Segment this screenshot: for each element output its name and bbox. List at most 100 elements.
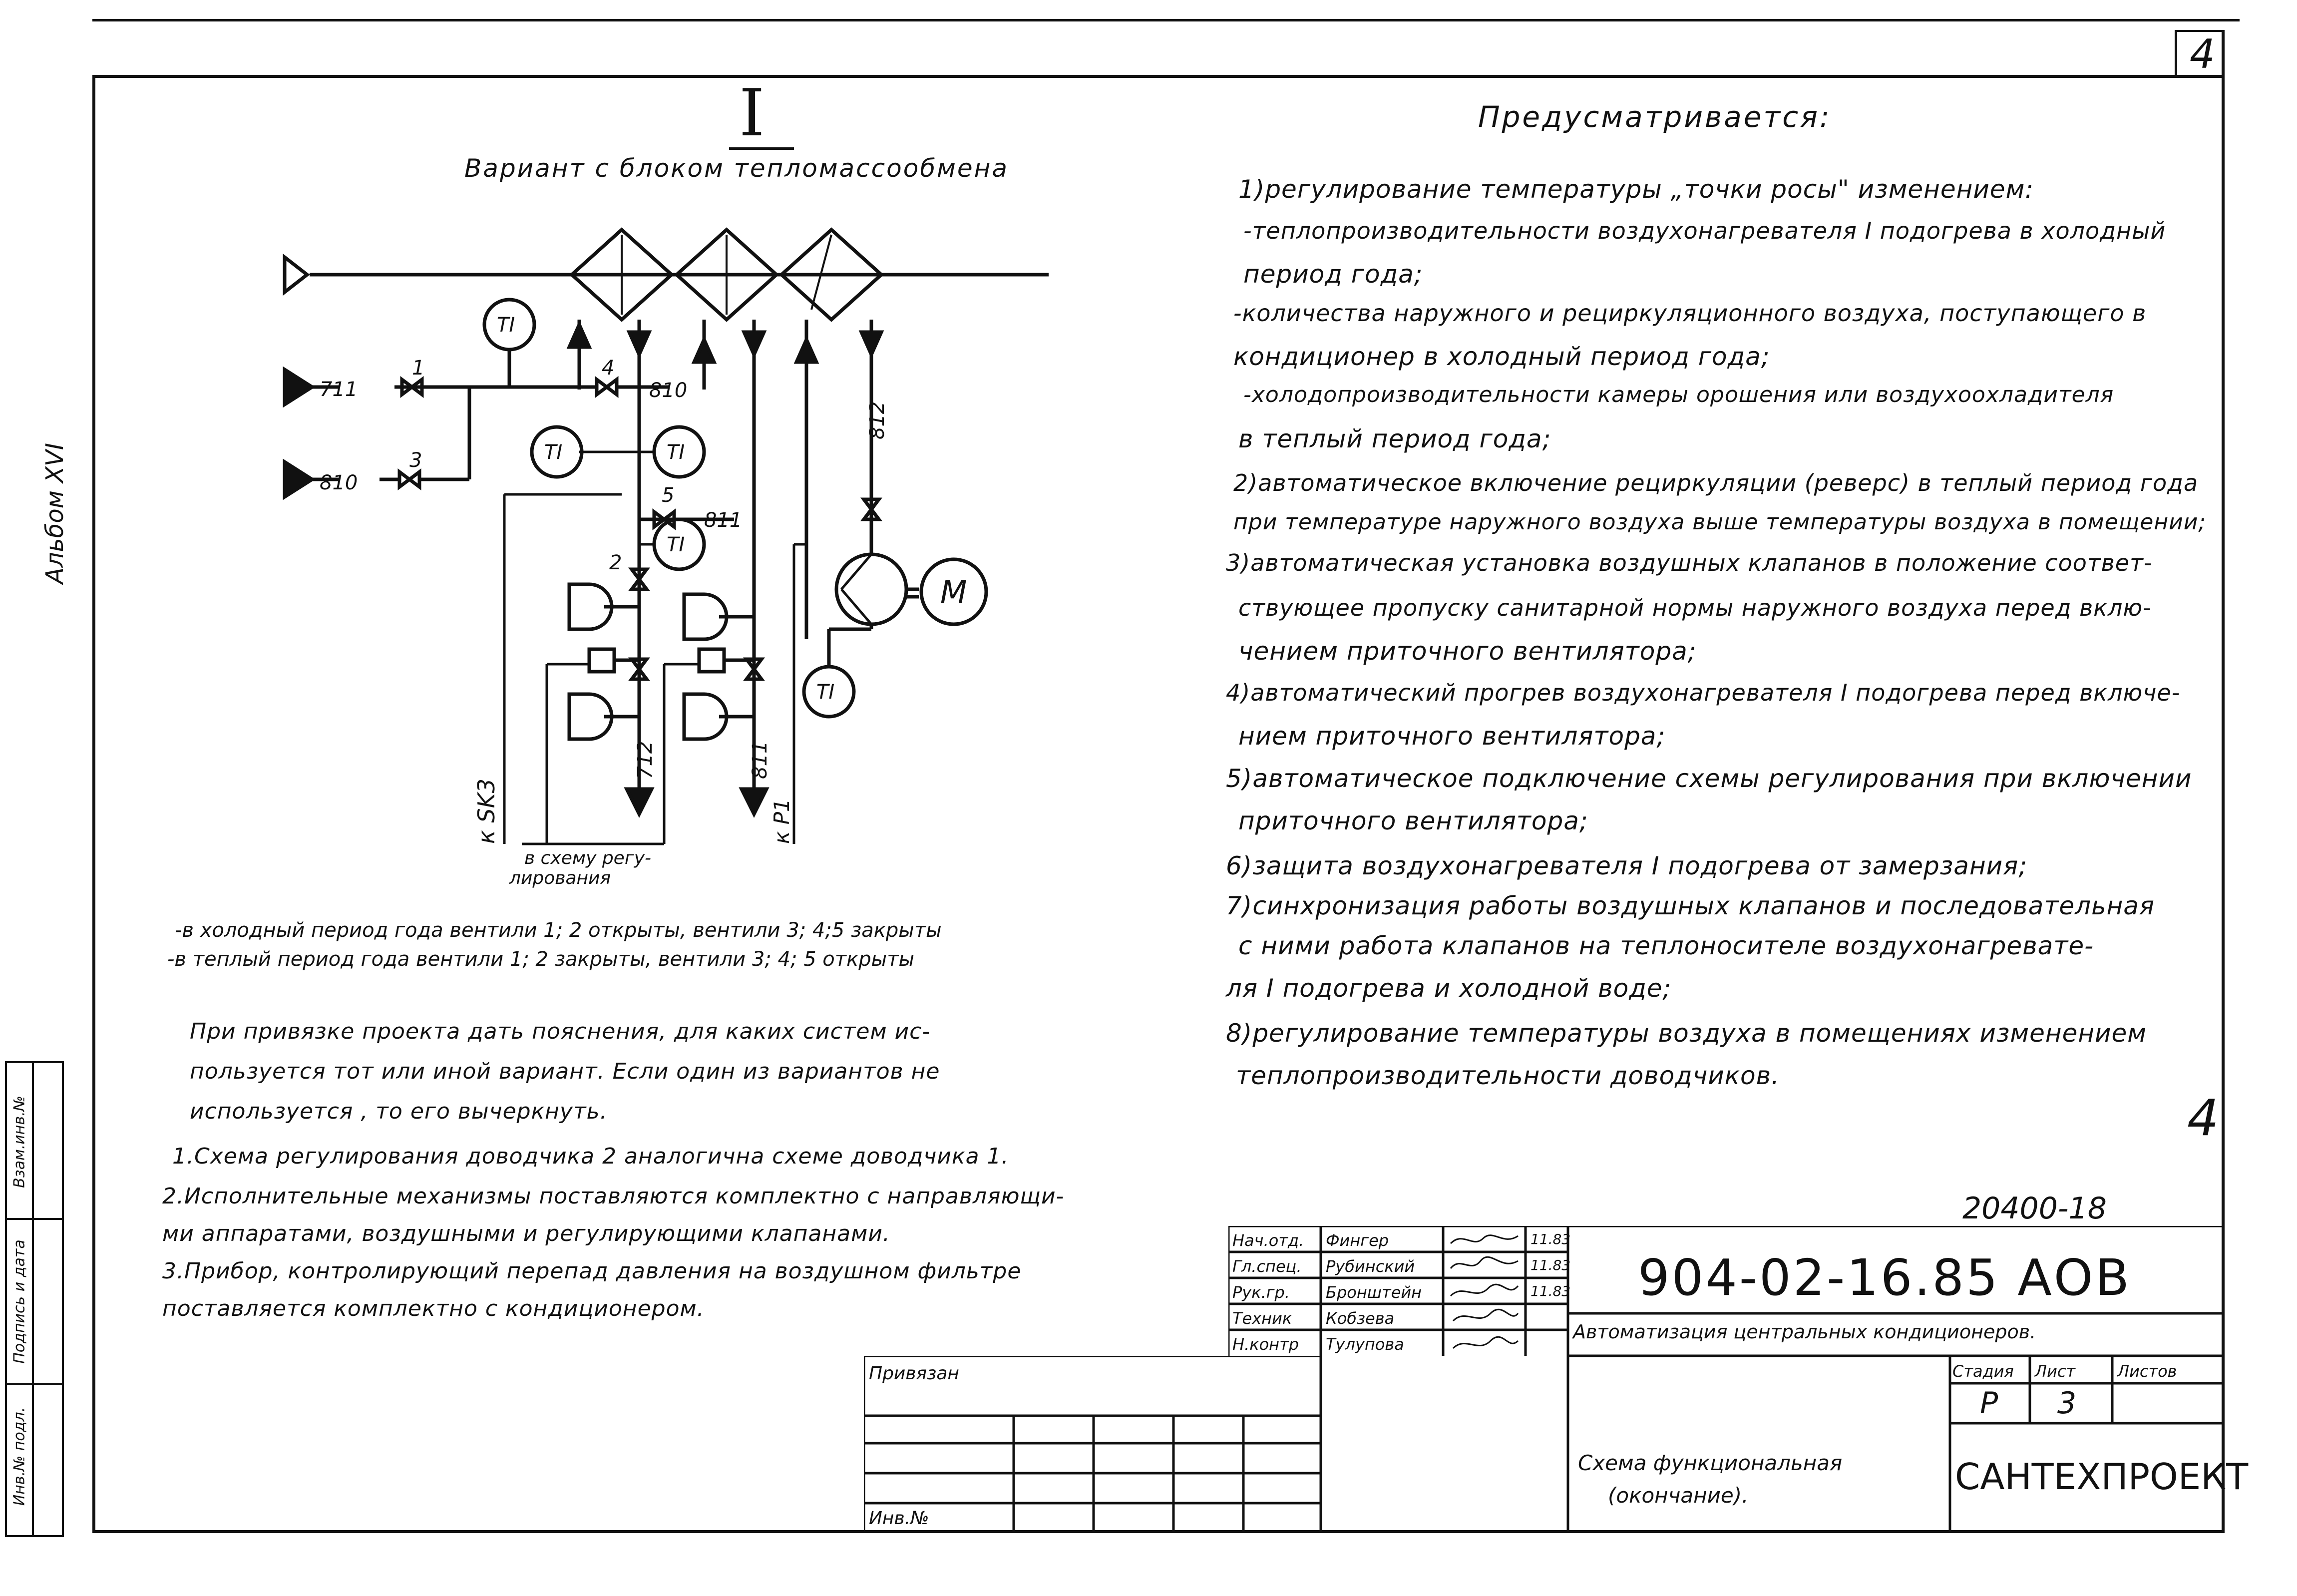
stamp-role-0: Нач.отд. [1232,1231,1304,1250]
provision-line-11: чением приточного вентилятора; [1238,637,1697,666]
provision-line-18: с ними работа клапанов на теплоносителе … [1238,931,2094,960]
inlet-711-arrow [283,366,316,408]
label-motor: M [940,574,967,610]
pipe-arrow-down-1 [626,330,652,359]
provision-line-0: 1)регулирование температуры „точки росы"… [1238,175,2034,204]
doc-number: 20400-18 [1962,1191,2107,1226]
ti-instrument-5 [802,665,856,719]
pipe-arrow-up-3 [793,335,819,364]
stamp-date-1: 11.83 [1531,1257,1571,1273]
title-block: Нач.отд. Гл.спец. Рук.гр. Техник Н.контр… [1228,1226,2248,1533]
stamp-sheet-title-2: (окончание). [1608,1483,1749,1508]
stamp-code: 904-02-16.85 АОВ [1638,1248,2132,1307]
ti-instrument-1 [482,298,536,352]
label-v5: 5 [662,484,674,507]
inlet-810-arrow [283,458,316,500]
top-edge-line [92,19,2240,21]
label-ti-3: TI [667,441,685,464]
page-box-top [2175,30,2225,32]
page-number: 4 [2190,31,2215,77]
note-line-3: 1.Схема регулирования доводчика 2 аналог… [172,1144,1009,1169]
provision-line-12: 4)автоматический прогрев воздухонагреват… [1226,679,2181,706]
stamp-name-4: Тулупова [1326,1335,1404,1354]
stamp-stage: Р [1980,1386,1998,1421]
pipe-arrow-up-1 [566,320,592,349]
signatures [1450,1234,1519,1349]
provision-line-4: кондиционер в холодный период года; [1233,342,1770,371]
diagram-title: Вариант с блоком тепломассообмена [464,154,1009,183]
side-strip: Инв.№ подл. Подпись и дата Взам.инв.№ [5,1061,64,1537]
provision-line-5: -холодопроизводительности камеры орошени… [1243,382,2114,407]
valve-2b [628,657,650,681]
pipe-arrow-down-2 [741,330,767,359]
label-v4: 4 [602,357,614,380]
valve-812 [860,497,882,521]
valve-4 [595,376,619,398]
valve-note-cold: -в холодный период года вентили 1; 2 отк… [175,919,942,942]
side-strip-sep-1 [7,1218,62,1220]
note-line-5: ми аппаратами, воздушными и регулирующим… [162,1221,890,1246]
outlet-712-arrow [624,787,655,818]
provision-line-7: 2)автоматическое включение рециркуляции … [1233,469,2199,496]
motor-circle [919,557,988,626]
label-ti-5: TI [816,681,834,704]
stamp-organization: САНТЕХПРОЕКТ [1955,1456,2249,1498]
stamp-stage-label: Стадия [1952,1362,2014,1381]
stamp-role-2: Рук.гр. [1232,1283,1290,1302]
label-ti-4: TI [667,533,685,556]
valve-2 [628,567,650,591]
roman-underline [729,147,794,150]
provision-line-3: -количества наружного и рециркуляционног… [1233,300,2147,327]
note-line-6: 3.Прибор, контролирующий перепад давлени… [162,1258,1022,1284]
label-v1: 1 [412,357,424,380]
binding-grid [864,1356,1322,1533]
label-ti-2: TI [544,441,562,464]
binding-label: Привязан [869,1363,959,1384]
provision-line-20: 8)регулирование температуры воздуха в по… [1226,1019,2147,1048]
pipe-arrow-up-2 [691,335,717,364]
provision-line-13: нием приточного вентилятора; [1238,722,1666,751]
stamp-date-2: 11.83 [1531,1283,1571,1299]
provision-line-17: 7)синхронизация работы воздушных клапано… [1226,891,2155,920]
frame-right [2222,30,2225,1533]
provision-line-21: теплопроизводительности доводчиков. [1236,1061,1780,1090]
label-k-sk3: к SK3 [473,779,500,844]
side-label-inv: Инв.№ подл. [10,1407,28,1506]
side-label-replace: Взам.инв.№ [10,1096,28,1188]
stamp-project-title: Автоматизация центральных кондиционеров. [1573,1321,2036,1343]
label-ti-1: TI [497,314,515,337]
stamp-name-3: Кобзева [1326,1309,1395,1328]
frame-left [92,75,95,1533]
label-810-mid: 810 [649,379,687,402]
frame-bottom [92,1530,2225,1533]
side-strip-divider [32,1063,34,1535]
provision-line-15: приточного вентилятора; [1238,806,1588,835]
roman-numeral: I [739,75,765,151]
stamp-date-0: 11.83 [1531,1231,1571,1247]
binding-block: Привязан Инв.№ [864,1356,1570,1533]
provision-line-10: ствующее пропуску санитарной нормы наруж… [1238,594,2152,621]
provision-line-9: 3)автоматическая установка воздушных кла… [1226,549,2153,576]
label-810-left: 810 [320,471,358,494]
label-to-scheme-2: лирования [509,868,611,888]
stamp-role-4: Н.контр [1232,1335,1299,1354]
side-label-sign: Подпись и дата [10,1239,28,1364]
functional-diagram: 711 810 810 811 1 3 4 5 2 TI TI TI TI TI… [283,227,1049,888]
note-line-2: используется , то его вычеркнуть. [190,1099,608,1124]
page-number-inner: 4 [2187,1089,2219,1147]
exchanger-2 [674,227,779,322]
note-line-0: При привязке проекта дать пояснения, для… [190,1019,931,1044]
label-811-mid: 811 [704,509,742,532]
valve-3 [397,468,421,490]
stamp-sheet-title-1: Схема функциональная [1578,1451,1843,1475]
stamp-name-1: Рубинский [1326,1257,1415,1276]
stamp-sheets-label: Листов [2117,1362,2177,1381]
provision-line-2: период года; [1243,260,1423,289]
pump-circle [834,552,908,626]
provision-line-16: 6)защита воздухонагревателя I подогрева … [1226,851,2028,880]
valve-6 [743,657,765,681]
stamp-sheet-label: Лист [2035,1362,2076,1381]
provision-line-8: при температуре наружного воздуха выше т… [1233,509,2207,535]
stamp-role-3: Техник [1232,1309,1292,1328]
side-strip-sep-2 [7,1383,62,1385]
